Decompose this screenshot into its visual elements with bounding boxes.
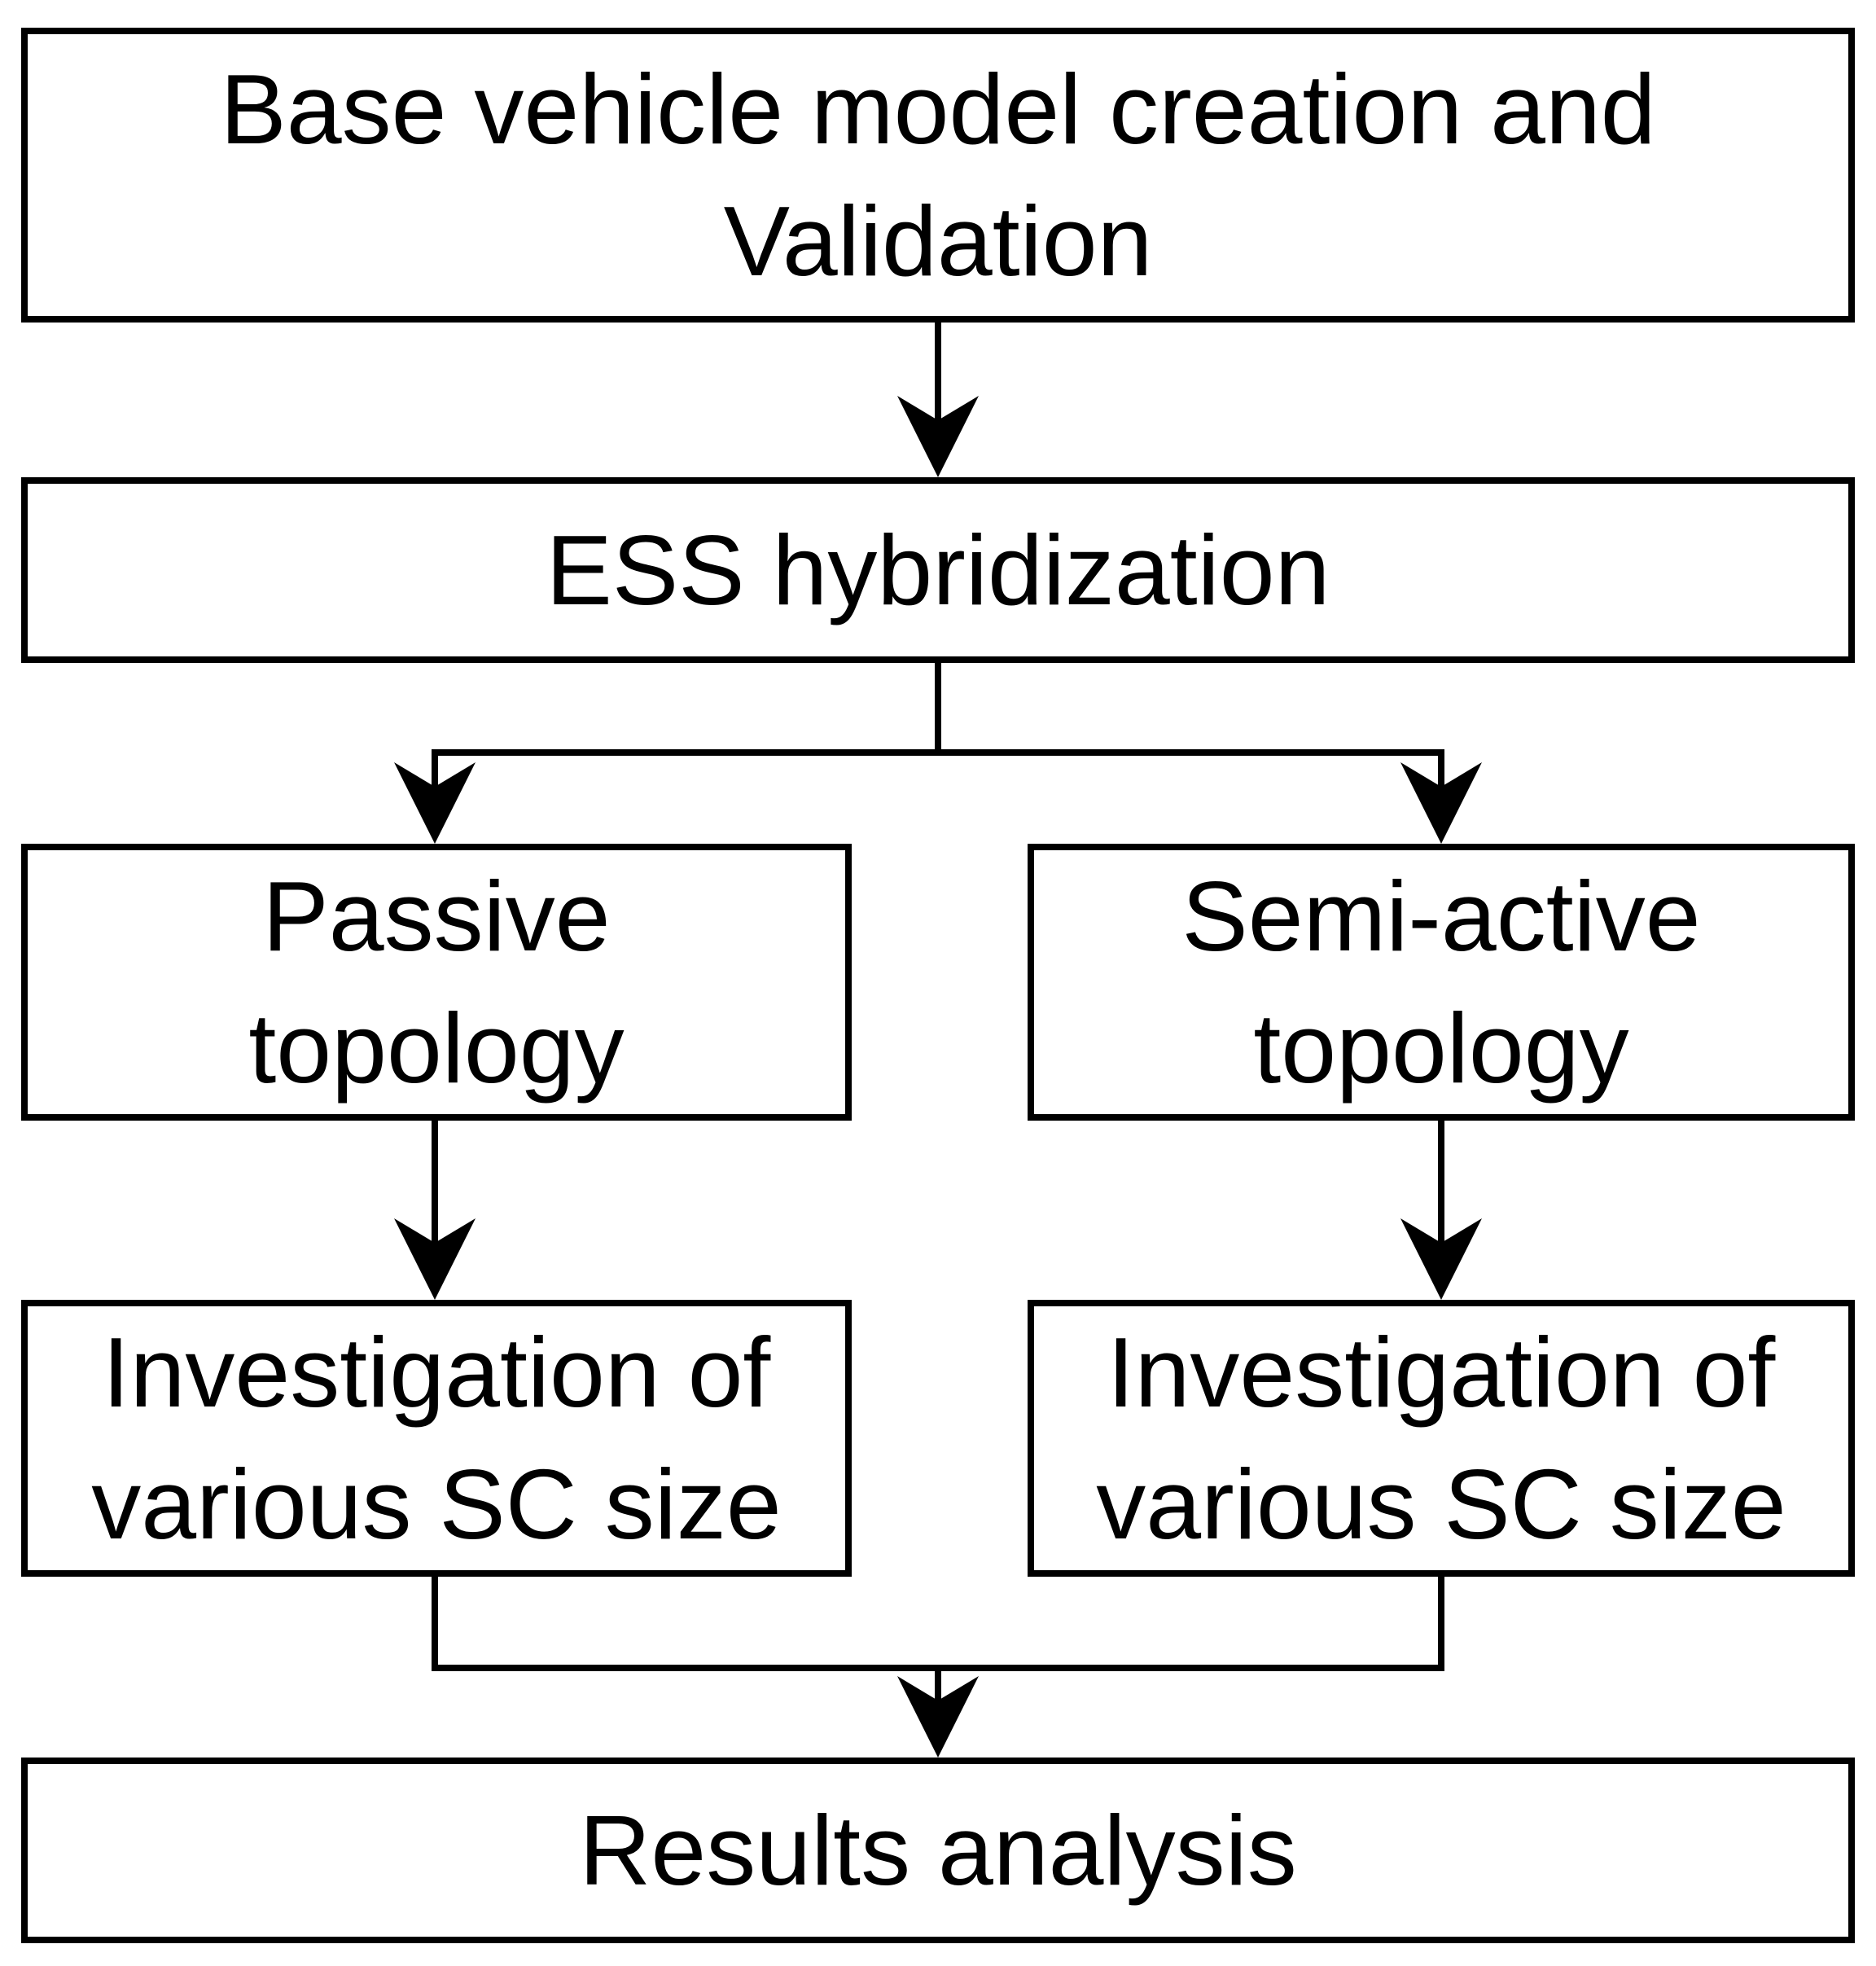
investigation-right-line-2: various SC size	[1096, 1449, 1786, 1560]
passive-topology-line-1: Passive	[262, 860, 611, 972]
investigation-left-box: Investigation of various SC size	[21, 1300, 852, 1577]
semi-active-topology-line-1: Semi-active	[1181, 860, 1701, 972]
arrowhead-to-passive	[394, 762, 476, 844]
arrowhead-to-semi-active	[1400, 762, 1482, 844]
ess-hybridization-box: ESS hybridization	[21, 477, 1855, 663]
passive-topology-box: Passive topology	[21, 844, 852, 1121]
arrowhead-to-investigation-right	[1400, 1218, 1482, 1300]
arrowhead-to-results	[897, 1676, 979, 1758]
results-analysis-line-1: Results analysis	[579, 1794, 1297, 1906]
semi-active-topology-line-2: topology	[1253, 993, 1629, 1104]
investigation-right-box: Investigation of various SC size	[1028, 1300, 1855, 1577]
base-vehicle-model-line-1: Base vehicle model creation and	[220, 53, 1656, 165]
ess-hybridization-text: ESS hybridization	[546, 504, 1330, 636]
semi-active-topology-box: Semi-active topology	[1028, 844, 1855, 1121]
results-analysis-text: Results analysis	[579, 1784, 1296, 1916]
investigation-left-line-2: various SC size	[91, 1449, 782, 1560]
passive-topology-line-2: topology	[248, 993, 625, 1104]
connector-ess-to-semi	[938, 749, 1444, 802]
base-vehicle-model-text: Base vehicle model creation and Validati…	[220, 43, 1655, 308]
arrowhead-to-investigation-left	[394, 1218, 476, 1300]
investigation-left-text: Investigation of various SC size	[91, 1306, 782, 1571]
passive-topology-text: Passive topology	[248, 850, 624, 1115]
investigation-left-line-1: Investigation of	[102, 1316, 771, 1428]
arrowhead-to-ess	[897, 396, 979, 477]
connector-ess-split	[432, 663, 941, 802]
base-vehicle-model-box: Base vehicle model creation and Validati…	[21, 28, 1855, 323]
results-analysis-box: Results analysis	[21, 1758, 1855, 1943]
investigation-right-text: Investigation of various SC size	[1096, 1306, 1786, 1571]
semi-active-topology-text: Semi-active topology	[1181, 850, 1700, 1115]
investigation-right-line-1: Investigation of	[1107, 1316, 1776, 1428]
ess-hybridization-line-1: ESS hybridization	[546, 514, 1330, 625]
connector-investigations-merge	[432, 1577, 1444, 1671]
base-vehicle-model-line-2: Validation	[723, 186, 1153, 296]
